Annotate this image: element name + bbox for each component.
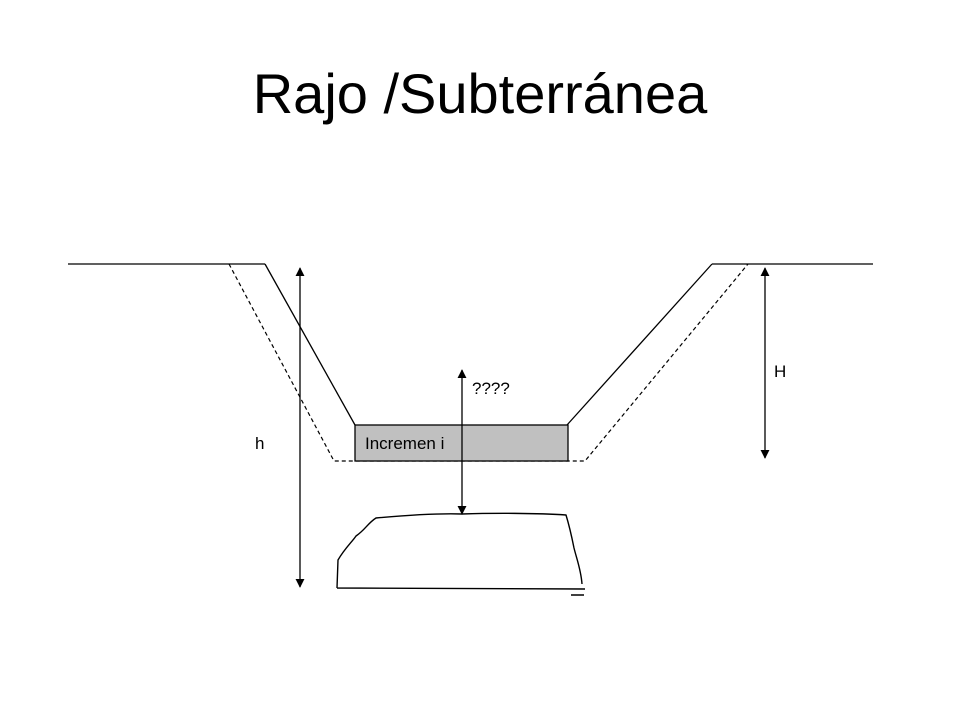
pit-wall-left xyxy=(264,263,356,426)
pit-depth-label: H xyxy=(774,362,786,381)
unknown-height-label: ???? xyxy=(472,379,510,398)
pit-wall-right xyxy=(566,263,713,426)
increment-label: Incremen i xyxy=(365,434,444,453)
slide-title: Rajo /Subterránea xyxy=(252,62,708,125)
orebody-outline xyxy=(336,512,586,596)
expanded-pit-outline xyxy=(228,263,749,462)
total-height-label: h xyxy=(255,434,264,453)
